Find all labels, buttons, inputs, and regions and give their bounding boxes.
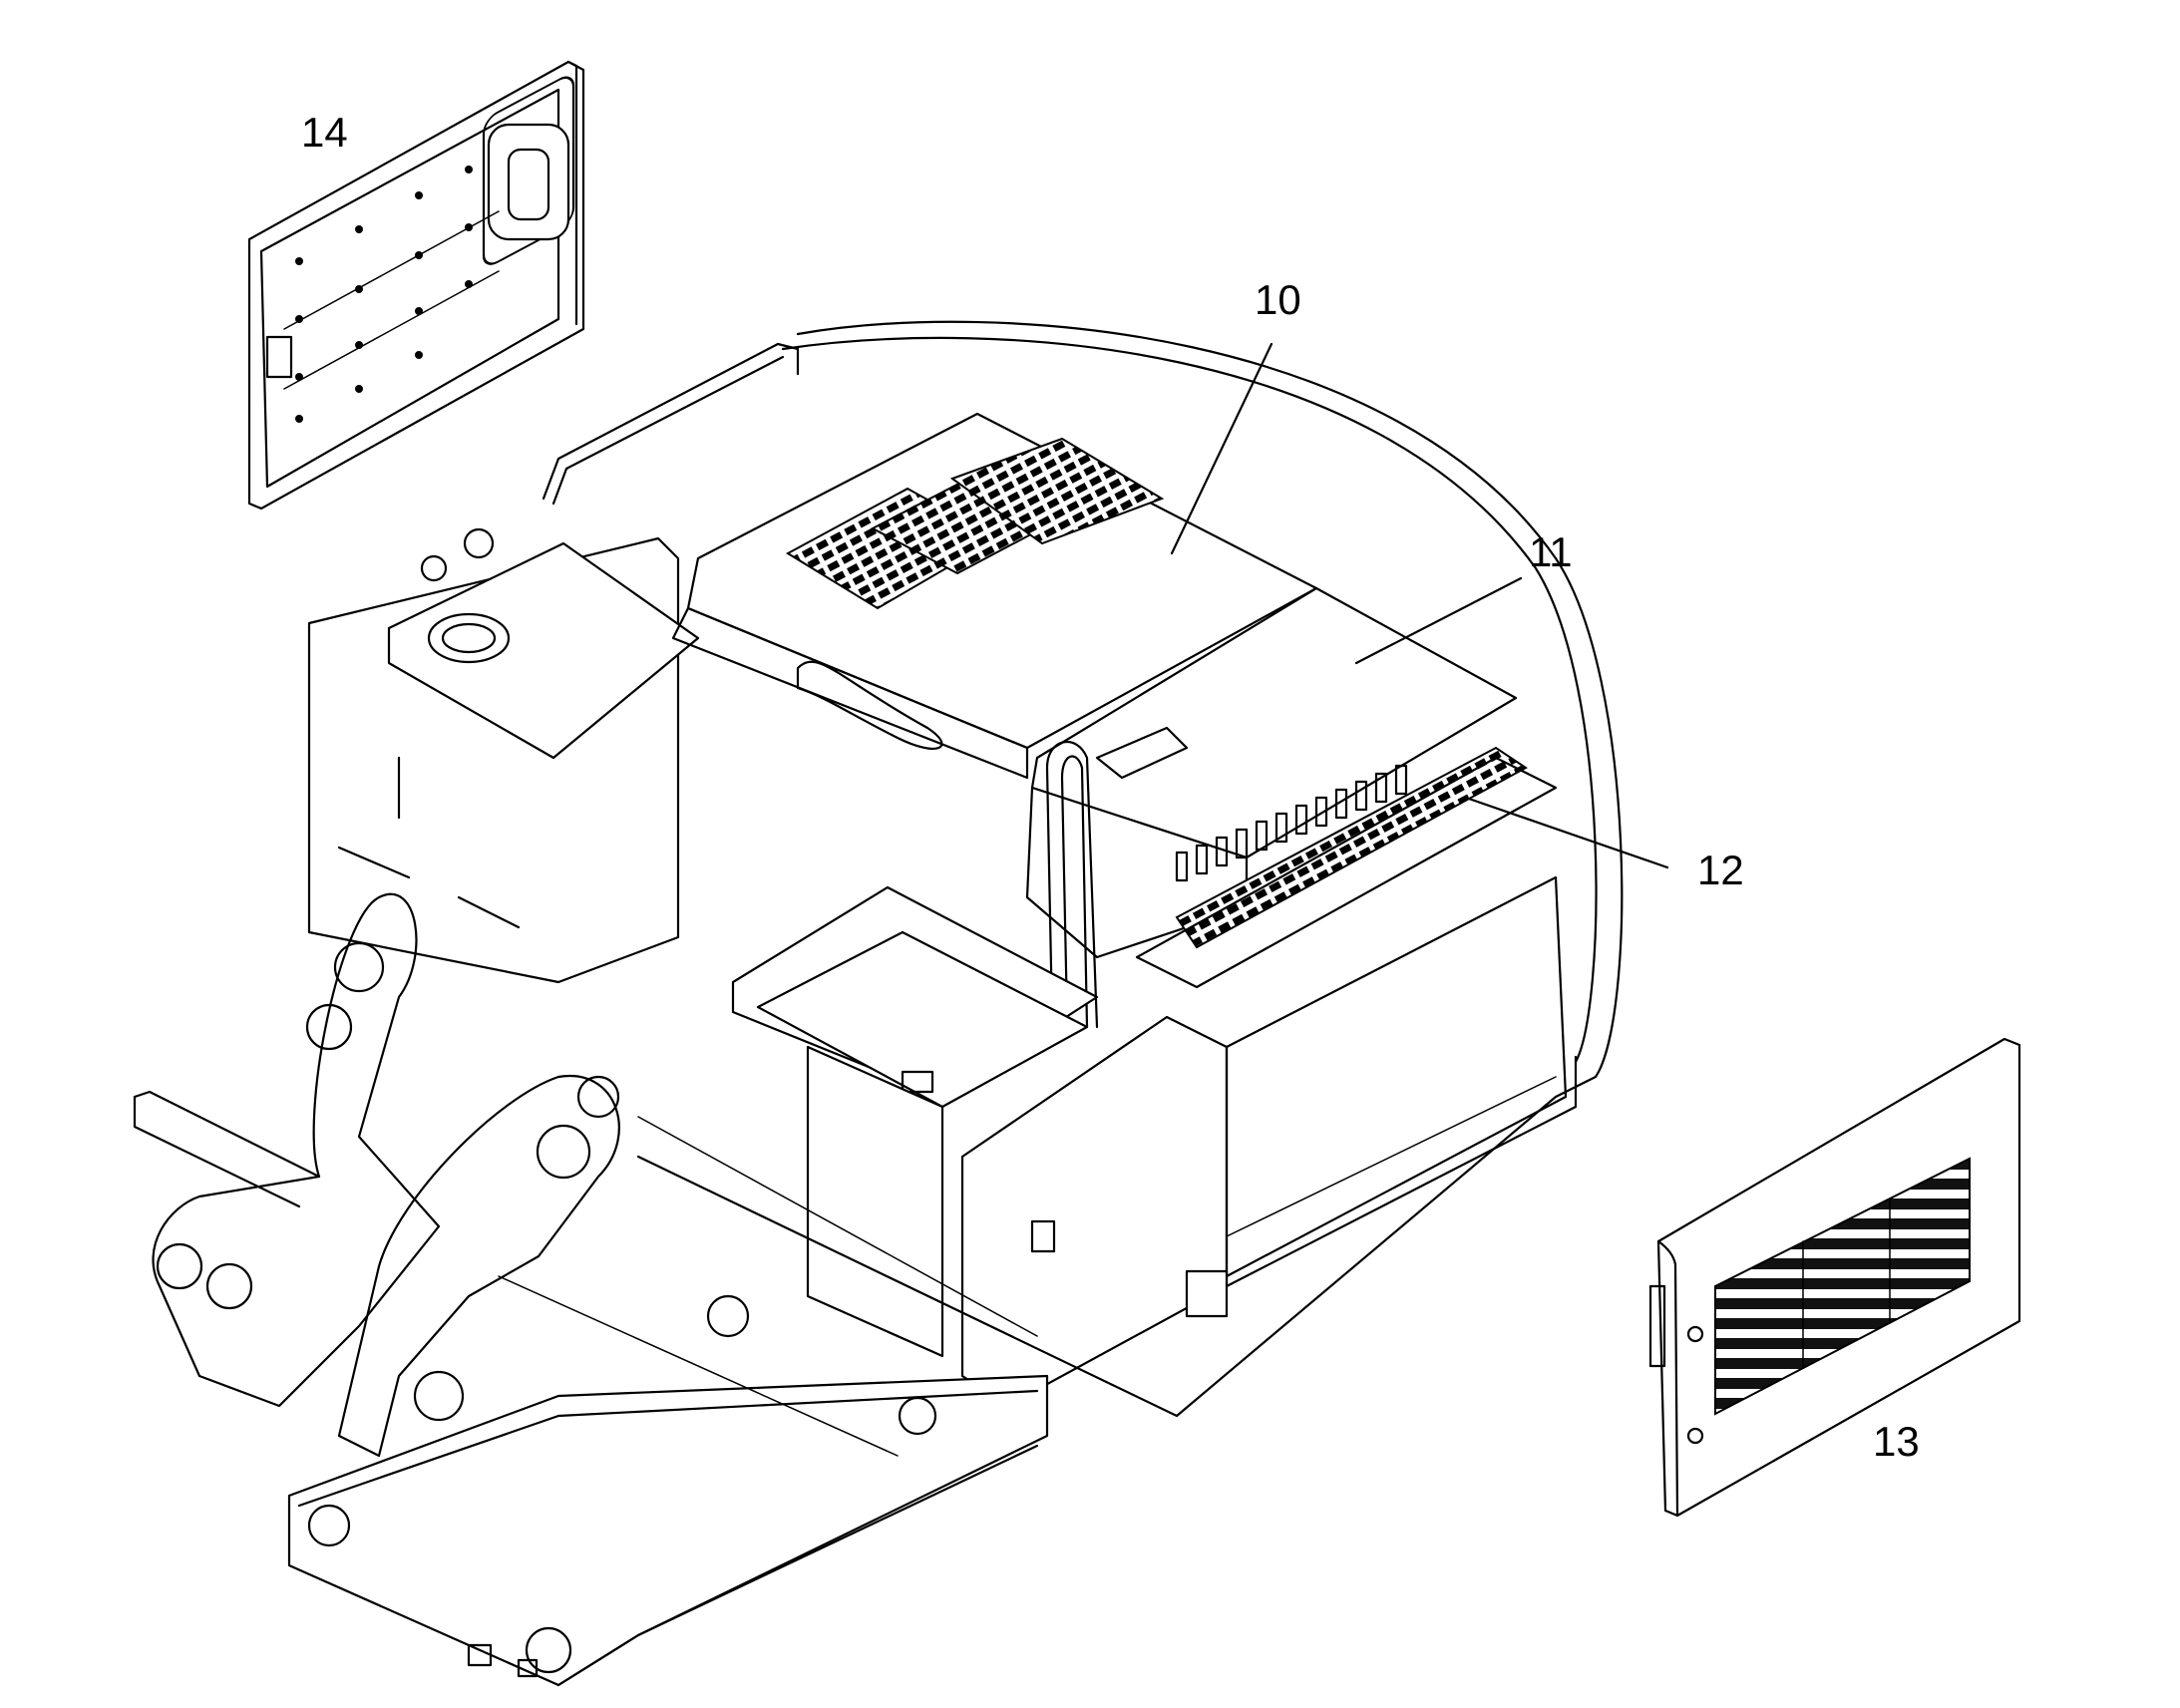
side-door-panel-part-14 xyxy=(247,60,585,511)
callout-13: 13 xyxy=(1873,1418,1920,1465)
leader-line-12 xyxy=(1464,796,1669,869)
callout-12: 12 xyxy=(1697,847,1744,893)
leader-line-11 xyxy=(1354,576,1523,665)
upper-structure-frame xyxy=(133,320,1624,1687)
leader-lines xyxy=(1170,342,1669,869)
callout-10: 10 xyxy=(1255,276,1301,323)
callout-11: 11 xyxy=(1529,528,1573,575)
callout-14: 14 xyxy=(301,109,348,156)
leader-line-10 xyxy=(1170,342,1273,555)
side-panel-part-13 xyxy=(1648,1037,2021,1518)
